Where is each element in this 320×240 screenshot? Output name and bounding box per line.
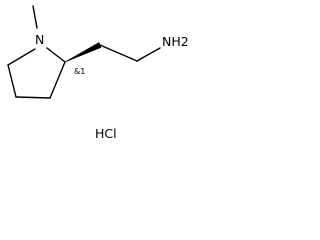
chain-bond-1 (99, 44, 138, 62)
stereo-descriptor-label: &1 (74, 67, 85, 76)
amine-label: NH2 (162, 34, 189, 49)
ring-bond-c5-c4 (7, 64, 17, 98)
salt-label: HCl (95, 126, 117, 141)
chain-bond-2 (136, 47, 161, 62)
chemical-structure: N &1 NH2 HCl (7, 5, 189, 141)
ring-bond-c2-n (46, 47, 66, 63)
methyl-bond (32, 5, 38, 29)
ring-bond-c4-c3 (15, 96, 51, 99)
ring-bond-c3-c2 (49, 61, 66, 99)
ring-nitrogen-label: N (35, 32, 44, 47)
stereo-wedge-bond (64, 42, 102, 63)
ring-bond-n-c5 (7, 48, 36, 66)
